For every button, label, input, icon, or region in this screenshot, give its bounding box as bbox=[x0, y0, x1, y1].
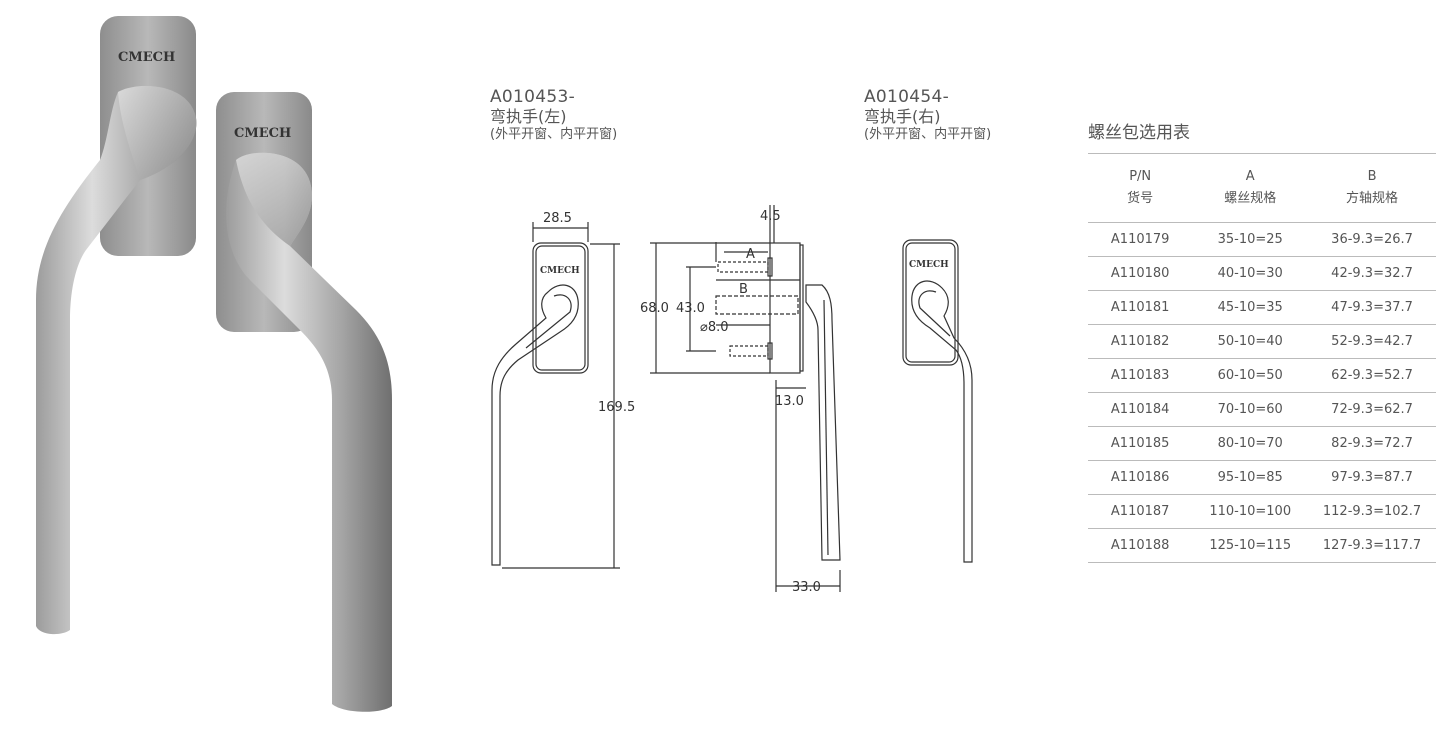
right-lever bbox=[226, 152, 392, 712]
header-b-code: B bbox=[1367, 169, 1377, 184]
drawing-brand-front: CMECH bbox=[540, 266, 580, 276]
left-handle-photo bbox=[36, 16, 197, 635]
right-knuckle bbox=[236, 152, 312, 246]
header-b: B 方轴规格 bbox=[1308, 153, 1436, 223]
cell-screw-spec: 80-10=70 bbox=[1192, 426, 1309, 461]
table-header-row: P/N 货号 A 螺丝规格 B 方轴规格 bbox=[1088, 153, 1436, 223]
cell-spindle-spec: 36-9.3=26.7 bbox=[1308, 222, 1436, 257]
cell-pn: A110186 bbox=[1088, 460, 1193, 495]
cell-spindle-spec: 62-9.3=52.7 bbox=[1308, 358, 1436, 393]
cell-pn: A110180 bbox=[1088, 256, 1193, 291]
side-view-drawing bbox=[650, 205, 841, 592]
cell-spindle-spec: 72-9.3=62.7 bbox=[1308, 392, 1436, 427]
right-model-heading: A010454- 弯执手(右) (外平开窗、内平开窗) bbox=[864, 87, 991, 143]
cell-screw-spec: 50-10=40 bbox=[1192, 324, 1309, 359]
screw-table-title: 螺丝包选用表 bbox=[1088, 123, 1190, 143]
cell-spindle-spec: 82-9.3=72.7 bbox=[1308, 426, 1436, 461]
right-model-name: 弯执手(右) bbox=[864, 107, 941, 126]
dim-spindle-span: 43.0 bbox=[676, 301, 705, 316]
right-model-code: A010454- bbox=[864, 87, 950, 107]
cell-pn: A110187 bbox=[1088, 494, 1193, 529]
cell-screw-spec: 95-10=85 bbox=[1192, 460, 1309, 495]
cell-spindle-spec: 42-9.3=32.7 bbox=[1308, 256, 1436, 291]
cell-screw-spec: 40-10=30 bbox=[1192, 256, 1309, 291]
cell-screw-spec: 125-10=115 bbox=[1192, 528, 1309, 563]
cell-spindle-spec: 47-9.3=37.7 bbox=[1308, 290, 1436, 325]
cell-spindle-spec: 112-9.3=102.7 bbox=[1308, 494, 1436, 529]
header-b-label: 方轴规格 bbox=[1346, 191, 1399, 206]
left-brand-label: CMECH bbox=[118, 50, 175, 65]
dim-base-height: 68.0 bbox=[640, 301, 669, 316]
front-view-drawing bbox=[491, 222, 620, 569]
left-model-note: (外平开窗、内平开窗) bbox=[490, 127, 618, 142]
dim-height: 169.5 bbox=[598, 400, 635, 415]
header-a-label: 螺丝规格 bbox=[1224, 191, 1277, 206]
right-model-note: (外平开窗、内平开窗) bbox=[864, 127, 992, 142]
header-a: A 螺丝规格 bbox=[1192, 153, 1309, 223]
product-photo: CMECH CMECH bbox=[36, 16, 392, 712]
drawing-brand-right: CMECH bbox=[909, 260, 949, 270]
cell-pn: A110188 bbox=[1088, 528, 1193, 563]
dim-hole-diameter: ⌀8.0 bbox=[700, 320, 729, 335]
right-handle-photo bbox=[216, 92, 392, 712]
left-model-code: A010453- bbox=[490, 87, 576, 107]
cell-pn: A110181 bbox=[1088, 290, 1193, 325]
cell-screw-spec: 110-10=100 bbox=[1192, 494, 1309, 529]
header-pn-label: 货号 bbox=[1127, 191, 1154, 206]
left-knuckle bbox=[118, 85, 197, 180]
cell-pn: A110184 bbox=[1088, 392, 1193, 427]
cell-screw-spec: 60-10=50 bbox=[1192, 358, 1309, 393]
cell-pn: A110182 bbox=[1088, 324, 1193, 359]
left-lever bbox=[36, 85, 197, 635]
cell-spindle-spec: 97-9.3=87.7 bbox=[1308, 460, 1436, 495]
header-a-code: A bbox=[1245, 169, 1255, 184]
cell-spindle-spec: 127-9.3=117.7 bbox=[1308, 528, 1436, 563]
cell-pn: A110185 bbox=[1088, 426, 1193, 461]
cell-screw-spec: 45-10=35 bbox=[1192, 290, 1309, 325]
cell-pn: A110183 bbox=[1088, 358, 1193, 393]
right-brand-label: CMECH bbox=[234, 126, 291, 141]
cell-spindle-spec: 52-9.3=42.7 bbox=[1308, 324, 1436, 359]
header-pn: P/N 货号 bbox=[1088, 153, 1193, 223]
header-pn-code: P/N bbox=[1129, 169, 1152, 184]
dim-screw-label: A bbox=[746, 247, 755, 262]
technical-drawings: 28.5 169.5 CMECH 4.5 A B 68.0 4 bbox=[491, 205, 973, 595]
dim-plate-thickness: 4.5 bbox=[760, 209, 781, 224]
left-model-name: 弯执手(左) bbox=[490, 107, 567, 126]
dim-total-depth: 33.0 bbox=[792, 580, 821, 595]
dim-width: 28.5 bbox=[543, 211, 572, 226]
dim-spindle-label: B bbox=[739, 282, 748, 297]
dim-neck-depth: 13.0 bbox=[775, 394, 804, 409]
cell-screw-spec: 70-10=60 bbox=[1192, 392, 1309, 427]
left-model-heading: A010453- 弯执手(左) (外平开窗、内平开窗) bbox=[490, 87, 617, 143]
right-front-view-drawing bbox=[902, 239, 973, 563]
cell-pn: A110179 bbox=[1088, 222, 1193, 257]
cell-screw-spec: 35-10=25 bbox=[1192, 222, 1309, 257]
